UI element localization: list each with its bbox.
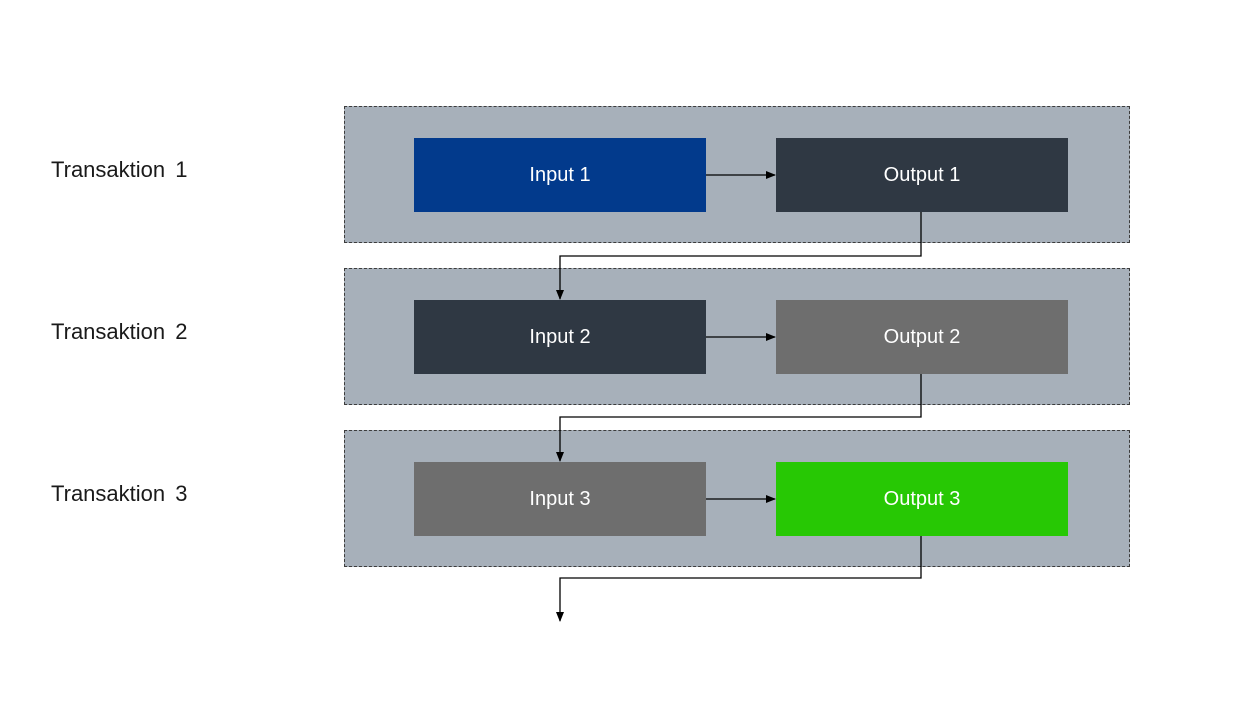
transaction-label-3: Transaktion 3 <box>51 481 188 506</box>
transaction-label-1: Transaktion 1 <box>51 157 188 182</box>
input-node-2: Input 2 <box>414 300 706 374</box>
output-node-1: Output 1 <box>776 138 1068 212</box>
input-node-1: Input 1 <box>414 138 706 212</box>
output-node-2: Output 2 <box>776 300 1068 374</box>
input-node-3: Input 3 <box>414 462 706 536</box>
transaction-label-2: Transaktion 2 <box>51 319 188 344</box>
output-node-3: Output 3 <box>776 462 1068 536</box>
